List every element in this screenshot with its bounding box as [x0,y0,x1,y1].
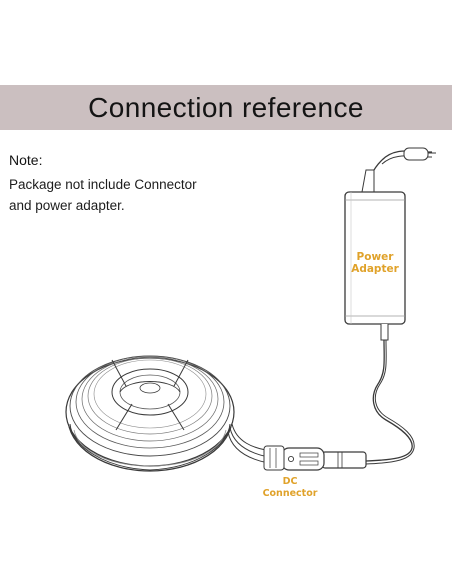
note-heading-text: Note [9,152,39,168]
mains-plug-icon [381,147,436,165]
led-strip-reel-icon [65,355,235,472]
note-line-1: Package not include Connector [9,177,197,192]
power-adapter-icon [344,191,406,325]
dc-output-cable [365,324,415,465]
power-adapter-label-line1: Power [356,251,394,263]
dc-connector-label: DC Connector [258,476,322,500]
power-adapter-label-line2: Adapter [351,263,399,275]
title-banner: Connection reference [0,85,452,130]
page-title: Connection reference [88,91,364,123]
dc-connector-label-line2: Connector [262,488,318,499]
note-heading-colon: : [38,152,43,168]
note-line-2: and power adapter. [9,198,125,213]
strip-lead-wires [227,423,285,471]
power-adapter-label: Power Adapter [345,251,405,275]
dc-connector-label-line1: DC [282,476,298,487]
dc-connector-icon [281,447,367,471]
note-heading: Note: [9,152,42,168]
